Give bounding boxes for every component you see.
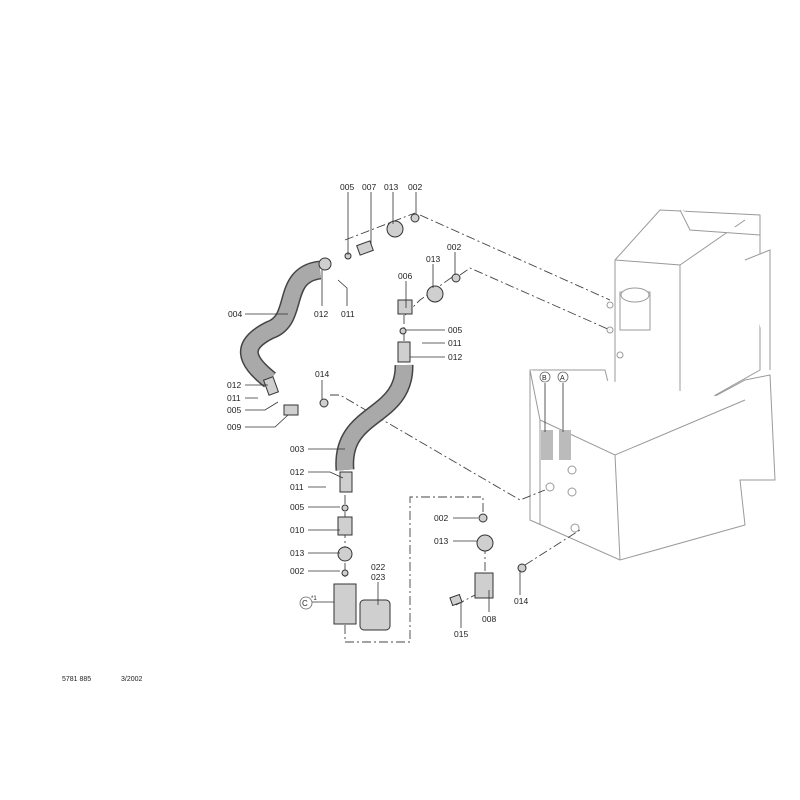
part-label: 011	[341, 309, 355, 319]
part-label: 005	[227, 405, 241, 415]
part-label: 005	[448, 325, 462, 335]
part-label: 006	[398, 271, 412, 281]
part-label: 014	[514, 596, 528, 606]
part-label: 012	[314, 309, 328, 319]
part-number: 5781 885	[62, 676, 91, 683]
part-label: 005	[290, 502, 304, 512]
part-label: 012	[290, 467, 304, 477]
fittings	[262, 213, 527, 631]
date: 3/2002	[121, 676, 143, 683]
part-label: 015	[454, 629, 468, 639]
marker-c: C	[302, 599, 308, 608]
boiler-unit	[529, 209, 776, 561]
part-labels: 005 007 013 002 002 013 006 004 012 011 …	[227, 182, 528, 639]
part-label: 013	[434, 536, 448, 546]
footer: 5781 885 3/2002	[62, 676, 143, 683]
part-label: 007	[362, 182, 376, 192]
part-label: 008	[482, 614, 496, 624]
part-label: 004	[228, 309, 242, 319]
part-label: 009	[227, 422, 241, 432]
marker-c-note: *1	[311, 596, 317, 602]
part-label: 013	[384, 182, 398, 192]
hoses	[239, 260, 414, 471]
part-label: 002	[434, 513, 448, 523]
marker-a: A	[560, 375, 565, 382]
part-label: 002	[408, 182, 422, 192]
marker-b: B	[542, 375, 547, 382]
part-label: 012	[448, 352, 462, 362]
part-label: 003	[290, 444, 304, 454]
part-label: 002	[447, 242, 461, 252]
part-label: 010	[290, 525, 304, 535]
part-label: 013	[426, 254, 440, 264]
part-label: 011	[448, 338, 462, 348]
part-label: 005	[340, 182, 354, 192]
leader-lines	[245, 192, 564, 628]
part-label: 002	[290, 566, 304, 576]
part-label: 014	[315, 369, 329, 379]
part-label: 013	[290, 548, 304, 558]
part-label: 023	[371, 572, 385, 582]
part-label: 011	[227, 393, 241, 403]
part-label: 022	[371, 562, 385, 572]
part-label: 012	[227, 380, 241, 390]
part-label: 011	[290, 482, 304, 492]
reference-markers: B A C *1	[299, 371, 569, 610]
